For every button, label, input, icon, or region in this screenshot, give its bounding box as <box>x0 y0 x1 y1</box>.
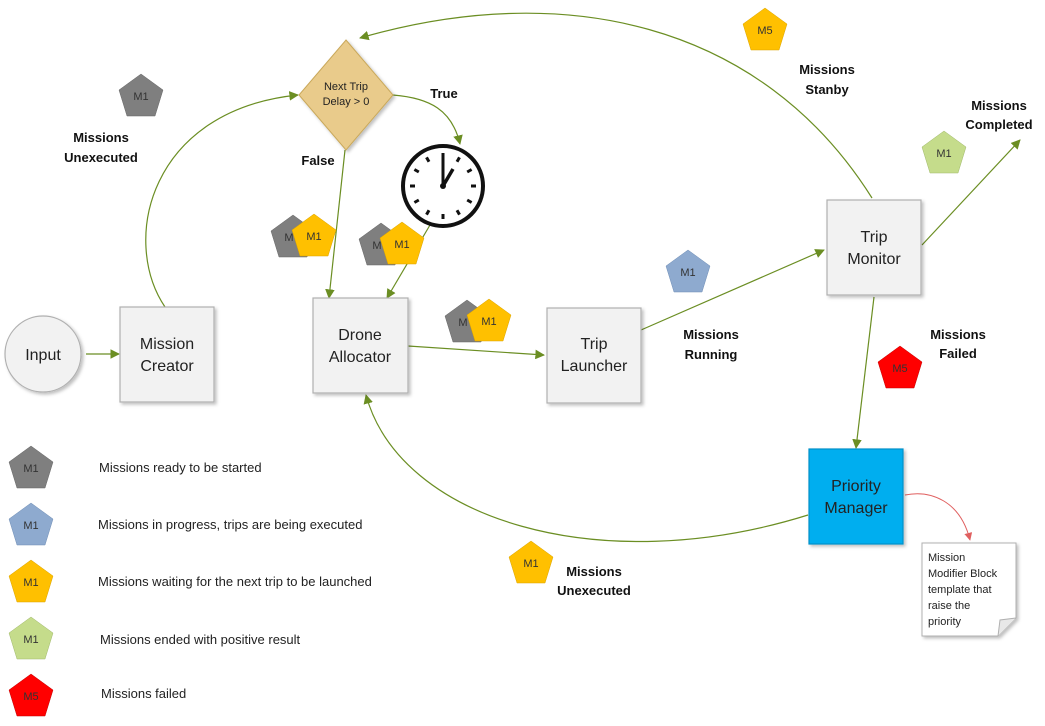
trip-launcher-label-line1: Trip <box>581 336 608 353</box>
note-modifier-block: Mission Modifier Block template that rai… <box>921 542 1017 637</box>
note-line2: Modifier Block <box>928 568 998 580</box>
badge-standby-top-label: M5 <box>757 25 772 37</box>
input-node[interactable]: Input <box>4 315 82 393</box>
badge-stack-false-back-label: M <box>284 232 293 244</box>
badge-failed: M5 <box>877 345 923 389</box>
arrow-priority-to-allocator <box>363 394 809 543</box>
mission-creator-label-line2: Creator <box>140 358 194 375</box>
missions-failed-line1: Missions <box>930 327 986 342</box>
legend-item-failed: M5 Missions failed <box>8 673 186 717</box>
legend-badge-completed: M1 <box>23 634 38 646</box>
badge-stack-clock-back-label: M <box>372 240 381 252</box>
priority-manager-label-line2: Manager <box>824 500 888 517</box>
missions-unexecuted-top-line1: Missions <box>73 130 129 145</box>
arrow-monitor-standby-to-decision <box>359 12 873 199</box>
legend-item-completed: M1 Missions ended with positive result <box>8 616 301 660</box>
badge-stack-clock-front-label: M1 <box>394 239 409 251</box>
legend-text-ready: Missions ready to be started <box>99 460 262 475</box>
decision-label-line1: Next Trip <box>324 81 368 93</box>
missions-stanby-line1: Missions <box>799 62 855 77</box>
badge-standby-top: M5 <box>742 7 788 51</box>
badge-stack-allocator-back-label: M <box>458 317 467 329</box>
legend-item-in-progress: M1 Missions in progress, trips are being… <box>8 502 362 546</box>
arrow-monitor-to-priority <box>852 296 875 449</box>
arrow-launcher-to-monitor <box>640 249 825 331</box>
trip-launcher-node[interactable]: Trip Launcher <box>546 307 642 404</box>
badge-unexecuted-bottom-label: M1 <box>523 558 538 570</box>
badge-unexecuted-top: M1 <box>118 73 164 117</box>
badge-stack-false-front-label: M1 <box>306 231 321 243</box>
legend-item-ready: M1 Missions ready to be started <box>8 445 262 489</box>
legend: M1 Missions ready to be started M1 Missi… <box>8 445 372 717</box>
missions-unexecuted-top-line2: Unexecuted <box>64 150 138 165</box>
legend-text-failed: Missions failed <box>101 686 186 701</box>
badge-stack-false-branch: M M1 <box>270 213 337 258</box>
drone-allocator-label-line2: Allocator <box>329 349 392 366</box>
missions-completed-line2: Completed <box>965 117 1032 132</box>
badge-failed-label: M5 <box>892 363 907 375</box>
missions-running-line1: Missions <box>683 327 739 342</box>
legend-badge-failed: M5 <box>23 691 38 703</box>
badge-stack-clock: M M1 <box>358 221 425 266</box>
badge-stack-allocator-front-label: M1 <box>481 316 496 328</box>
note-line5: priority <box>928 616 962 628</box>
legend-text-in-progress: Missions in progress, trips are being ex… <box>98 517 362 532</box>
missions-running-line2: Running <box>685 347 738 362</box>
badge-unexecuted-bottom: M1 <box>508 540 554 584</box>
clock-icon <box>401 144 485 228</box>
arrow-decision-false-to-allocator <box>325 149 346 299</box>
legend-badge-in-progress: M1 <box>23 520 38 532</box>
missions-completed-line1: Missions <box>971 98 1027 113</box>
legend-badge-waiting: M1 <box>23 577 38 589</box>
badge-completed-label: M1 <box>936 148 951 160</box>
legend-text-completed: Missions ended with positive result <box>100 632 301 647</box>
decision-label-line2: Delay > 0 <box>323 96 370 108</box>
note-line3: template that <box>928 584 992 596</box>
trip-launcher-label-line2: Launcher <box>561 358 628 375</box>
badge-running: M1 <box>665 249 711 293</box>
trip-monitor-label-line2: Monitor <box>847 251 901 268</box>
legend-item-waiting: M1 Missions waiting for the next trip to… <box>8 559 372 603</box>
drone-allocator-label-line1: Drone <box>338 327 382 344</box>
missions-stanby-line2: Stanby <box>805 82 849 97</box>
legend-badge-ready: M1 <box>23 463 38 475</box>
note-line1: Mission <box>928 552 965 564</box>
input-label: Input <box>25 347 61 364</box>
false-label: False <box>301 153 334 168</box>
trip-monitor-node[interactable]: Trip Monitor <box>826 199 922 296</box>
mission-creator-node[interactable]: Mission Creator <box>119 306 215 403</box>
decision-node[interactable]: Next Trip Delay > 0 <box>298 39 394 151</box>
priority-manager-label-line1: Priority <box>831 478 881 495</box>
badge-stack-allocator: M M1 <box>444 298 512 343</box>
mission-creator-label-line1: Mission <box>140 336 194 353</box>
arrow-creator-to-decision <box>145 91 299 308</box>
badge-completed: M1 <box>921 130 967 174</box>
missions-unexecuted-bottom-line1: Missions <box>566 564 622 579</box>
priority-manager-node[interactable]: Priority Manager <box>808 448 904 545</box>
arrow-monitor-completed <box>921 139 1021 246</box>
arrow-priority-to-note <box>904 493 973 541</box>
drone-allocator-node[interactable]: Drone Allocator <box>312 297 409 394</box>
legend-text-waiting: Missions waiting for the next trip to be… <box>98 574 372 589</box>
arrow-decision-true-to-clock <box>392 94 463 145</box>
arrow-allocator-to-launcher <box>407 345 545 360</box>
missions-failed-line2: Failed <box>939 346 977 361</box>
badge-unexecuted-top-label: M1 <box>133 91 148 103</box>
note-line4: raise the <box>928 600 970 612</box>
trip-monitor-label-line1: Trip <box>861 229 888 246</box>
missions-unexecuted-bottom-line2: Unexecuted <box>557 583 631 598</box>
badge-running-label: M1 <box>680 267 695 279</box>
true-label: True <box>430 86 457 101</box>
